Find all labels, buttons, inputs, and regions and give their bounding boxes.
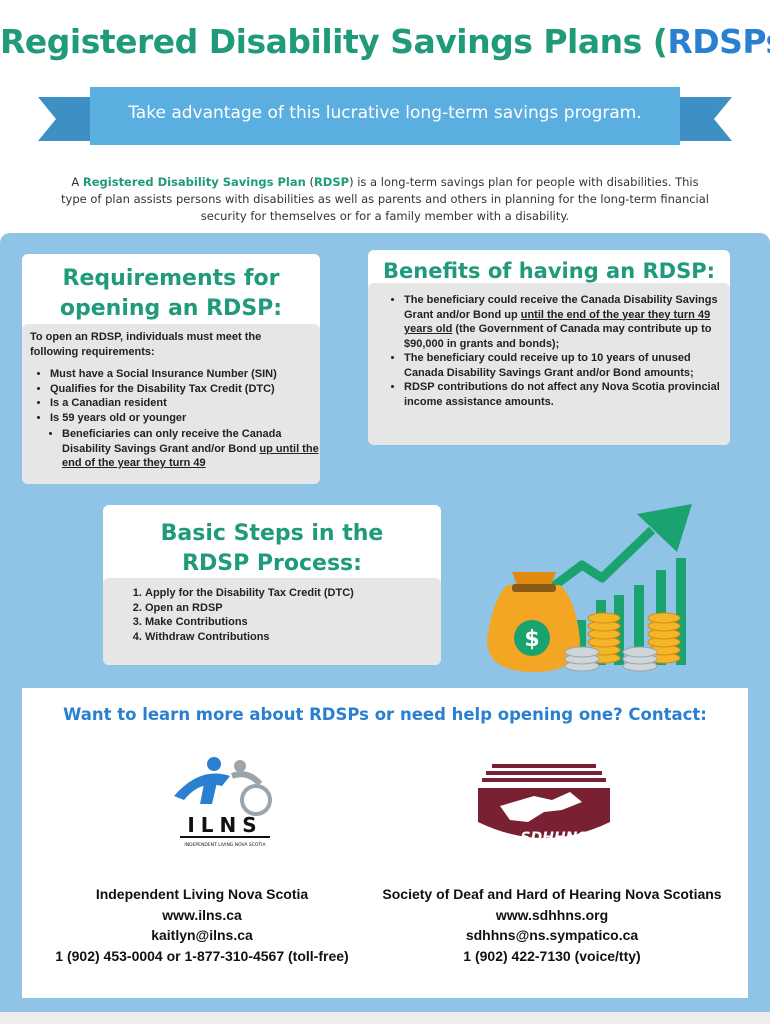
requirements-body: To open an RDSP, individuals must meet t… xyxy=(22,324,320,484)
dollar-sign: $ xyxy=(524,627,539,652)
ilns-logo: ILNS INDEPENDENT LIVING NOVA SCOTIA xyxy=(170,756,280,851)
benefits-heading: Benefits of having an RDSP: xyxy=(383,259,715,283)
list-item: Apply for the Disability Tax Credit (DTC… xyxy=(145,586,433,601)
list-item: Beneficiaries can only receive the Canad… xyxy=(62,427,320,471)
sdhhns-logo-text: SDHHNS xyxy=(521,830,588,846)
ilns-logo-subtext: INDEPENDENT LIVING NOVA SCOTIA xyxy=(184,842,266,848)
contact-section: Want to learn more about RDSPs or need h… xyxy=(22,688,748,998)
list-item: Qualifies for the Disability Tax Credit … xyxy=(50,382,320,397)
list-item: RDSP contributions do not affect any Nov… xyxy=(404,380,722,409)
money-bag-growth-icon: $ xyxy=(472,500,697,678)
ribbon-shape xyxy=(38,87,732,145)
list-item: Is a Canadian resident xyxy=(50,396,320,411)
org-email-link[interactable]: kaitlyn@ilns.ca xyxy=(151,927,253,943)
list-item: Withdraw Contributions xyxy=(145,630,433,645)
org-email-link[interactable]: sdhhns@ns.sympatico.ca xyxy=(465,927,639,943)
list-item: The beneficiary could receive the Canada… xyxy=(404,293,722,351)
sdhhns-logo: SDHHNS xyxy=(474,762,614,852)
list-item: Open an RDSP xyxy=(145,601,433,616)
org-website-link[interactable]: www.ilns.ca xyxy=(162,906,242,923)
title-accent: RDSPs xyxy=(667,22,770,61)
requirements-heading: Requirements for opening an RDSP: xyxy=(59,266,283,321)
list-item: Must have a Social Insurance Number (SIN… xyxy=(50,367,320,382)
contact-ilns: Independent Living Nova Scotia www.ilns.… xyxy=(22,884,382,966)
requirements-intro: To open an RDSP, individuals must meet t… xyxy=(30,331,262,358)
benefits-body: The beneficiary could receive the Canada… xyxy=(368,283,730,445)
contact-sdhhns: Society of Deaf and Hard of Hearing Nova… xyxy=(362,884,742,966)
list-item: Is 59 years old or younger xyxy=(50,411,320,426)
org-phone: 1 (902) 422-7130 (voice/tty) xyxy=(463,947,641,964)
list-item: The beneficiary could receive up to 10 y… xyxy=(404,351,722,380)
org-name: Society of Deaf and Hard of Hearing Nova… xyxy=(382,886,722,902)
org-name: Independent Living Nova Scotia xyxy=(95,886,309,902)
ilns-logo-text: ILNS xyxy=(187,813,262,837)
ribbon-text: Take advantage of this lucrative long-te… xyxy=(128,103,642,123)
intro-paragraph: A Registered Disability Savings Plan (RD… xyxy=(61,175,709,223)
page-title: Registered Disability Savings Plans (RDS… xyxy=(0,22,770,61)
bottom-strip xyxy=(0,1012,770,1024)
list-item: Make Contributions xyxy=(145,615,433,630)
org-website-link[interactable]: www.sdhhns.org xyxy=(495,906,609,923)
steps-body: Apply for the Disability Tax Credit (DTC… xyxy=(103,578,441,665)
contact-heading: Want to learn more about RDSPs or need h… xyxy=(63,705,707,724)
tagline-ribbon: Take advantage of this lucrative long-te… xyxy=(0,83,770,155)
org-phone: 1 (902) 453-0004 or 1-877-310-4567 (toll… xyxy=(55,947,349,964)
